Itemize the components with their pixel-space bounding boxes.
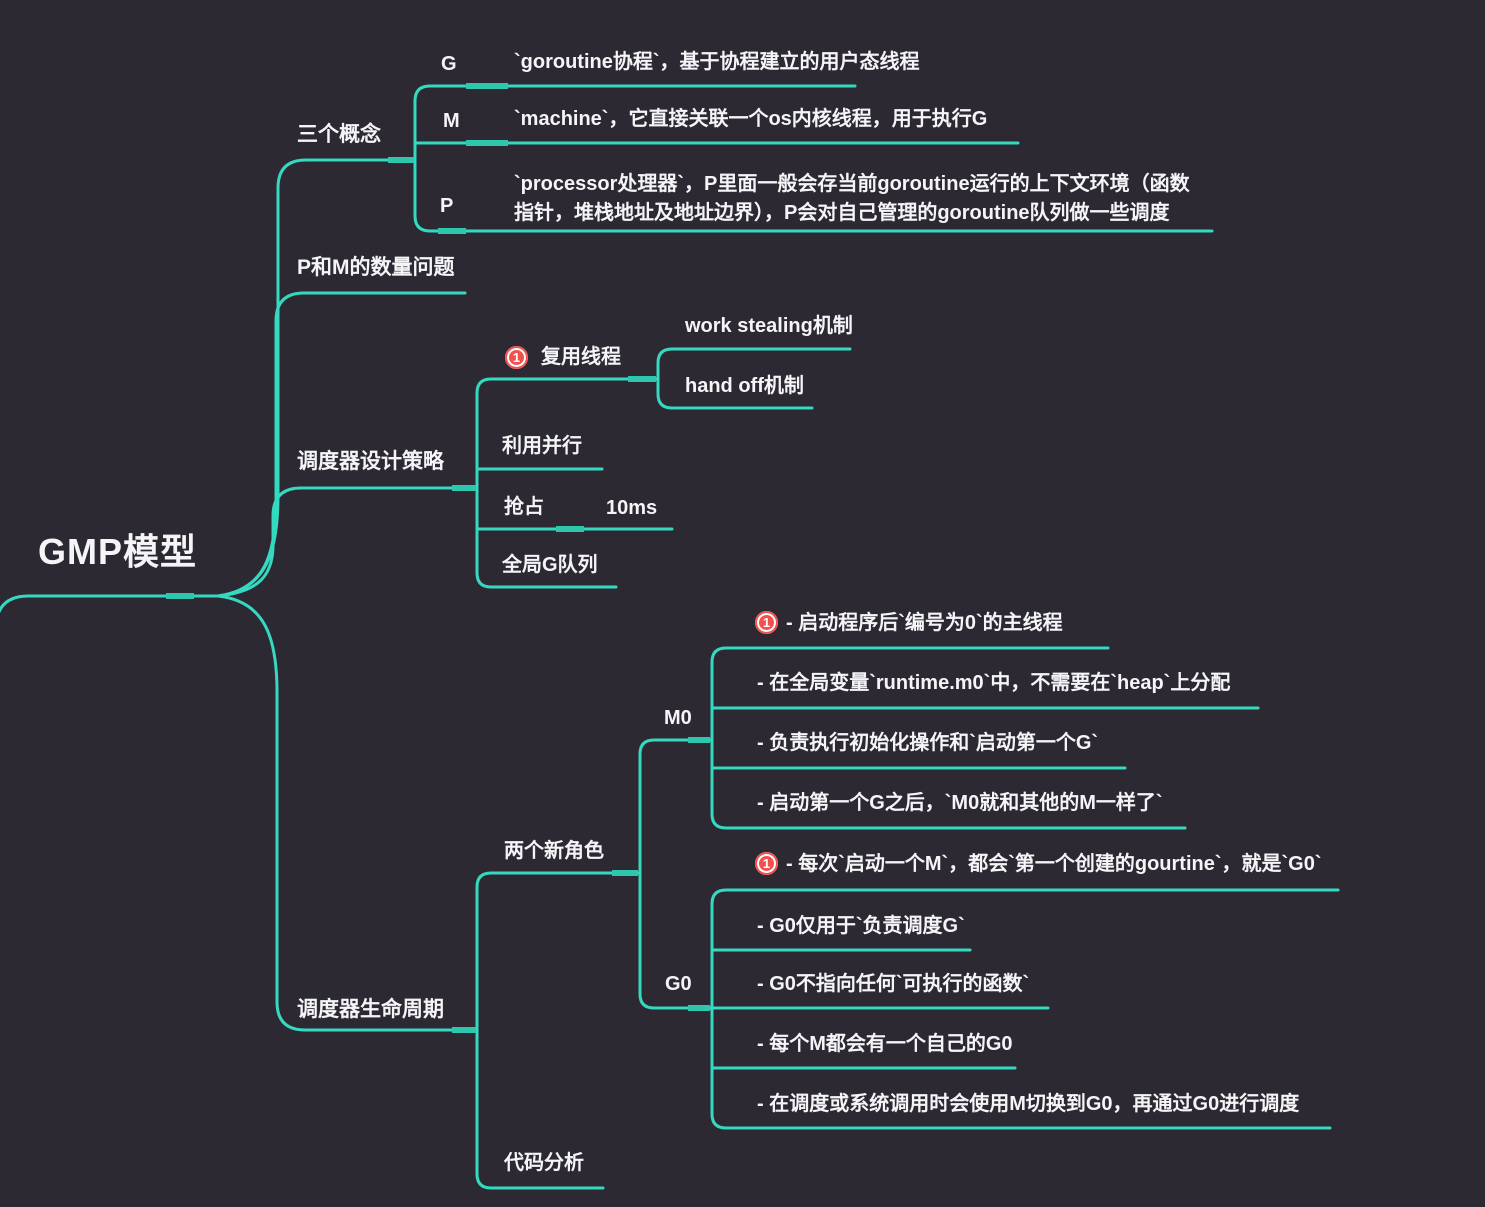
priority-number: 1: [512, 350, 521, 365]
node-strategy[interactable]: 调度器设计策略: [297, 450, 444, 473]
connector-concepts: [216, 158, 417, 598]
connector-lifecycle-spine: [475, 871, 642, 1190]
node-m[interactable]: M: [443, 110, 460, 132]
connector-pm-count: [216, 291, 467, 598]
node-g0-item4[interactable]: - 每个M都会有一个自己的G0: [757, 1033, 1013, 1055]
node-g[interactable]: G: [441, 53, 457, 75]
node-g0[interactable]: G0: [665, 973, 692, 995]
node-m0[interactable]: M0: [664, 707, 692, 729]
node-g0-item1[interactable]: - 每次`启动一个M`，都会`第一个创建的gourtine`，就是`G0`: [786, 853, 1322, 875]
priority-1-icon[interactable]: 1: [505, 346, 528, 369]
node-parallel[interactable]: 利用并行: [502, 435, 582, 457]
node-pm-count[interactable]: P和M的数量问题: [297, 256, 455, 279]
priority-1-icon[interactable]: 1: [755, 611, 778, 634]
connector-reuse-spine: [656, 347, 852, 410]
node-g0-item2[interactable]: - G0仅用于`负责调度G`: [757, 915, 965, 937]
connector-m0-spine: [710, 646, 1187, 830]
priority-number: 1: [762, 615, 771, 630]
node-root[interactable]: GMP模型: [38, 531, 198, 572]
branch-lines: [0, 84, 1340, 1190]
node-g0-item3[interactable]: - G0不指向任何`可执行的函数`: [757, 973, 1030, 995]
junction-beads: [166, 83, 710, 1033]
node-work-stealing[interactable]: work stealing机制: [685, 315, 853, 337]
node-preempt[interactable]: 抢占: [504, 496, 544, 518]
connector-gmp-spine: [413, 84, 1214, 233]
node-m0-item1[interactable]: - 启动程序后`编号为0`的主线程: [786, 612, 1063, 634]
node-preempt-time[interactable]: 10ms: [606, 497, 658, 519]
node-m-desc[interactable]: `machine`，它直接关联一个os内核线程，用于执行G: [514, 108, 988, 130]
connector-strategy-spine: [475, 377, 660, 589]
node-lifecycle[interactable]: 调度器生命周期: [297, 998, 444, 1021]
node-m0-item2[interactable]: - 在全局变量`runtime.m0`中，不需要在`heap`上分配: [757, 672, 1231, 694]
connector-strategy: [216, 486, 479, 598]
node-global-queue[interactable]: 全局G队列: [502, 554, 598, 576]
node-hand-off[interactable]: hand off机制: [685, 375, 804, 397]
priority-1-icon[interactable]: 1: [755, 852, 778, 875]
node-p-desc[interactable]: `processor处理器`，P里面一般会存当前goroutine运行的上下文环…: [514, 173, 1190, 224]
connector-root: [0, 594, 220, 614]
connector-lifecycle: [216, 594, 479, 1032]
node-g0-item5[interactable]: - 在调度或系统调用时会使用M切换到G0，再通过G0进行调度: [757, 1093, 1300, 1115]
node-three-concepts[interactable]: 三个概念: [297, 123, 381, 146]
node-g-desc[interactable]: `goroutine协程`，基于协程建立的用户态线程: [514, 51, 920, 73]
connector-two-roles-spine: [638, 738, 714, 1010]
node-code-analysis[interactable]: 代码分析: [504, 1152, 584, 1174]
node-reuse-thread[interactable]: 复用线程: [541, 346, 621, 368]
priority-number: 1: [762, 856, 771, 871]
node-p[interactable]: P: [440, 195, 454, 217]
node-m0-item3[interactable]: - 负责执行初始化操作和`启动第一个G`: [757, 732, 1099, 754]
node-m0-item4[interactable]: - 启动第一个G之后，`M0就和其他的M一样了`: [757, 792, 1163, 814]
node-two-roles[interactable]: 两个新角色: [504, 840, 604, 862]
